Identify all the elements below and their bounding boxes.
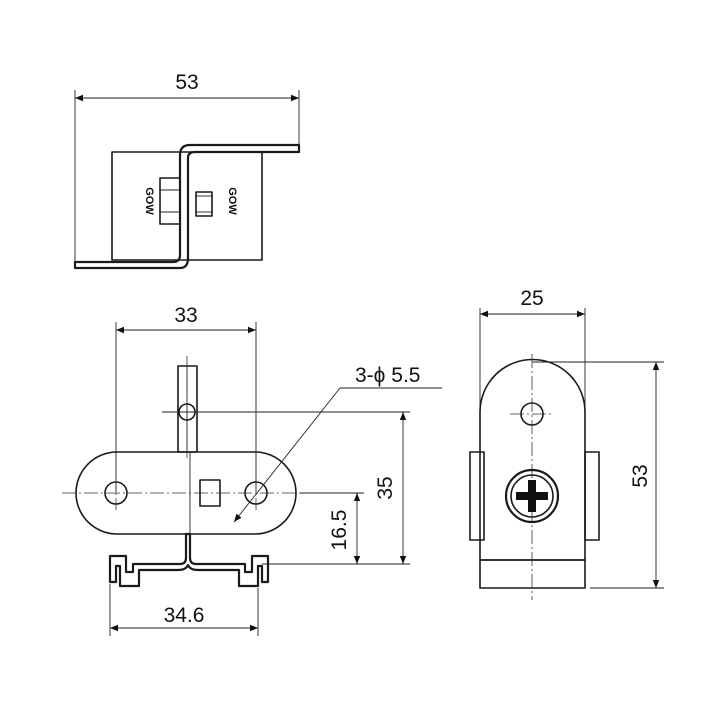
height-16-5-label: 16.5 bbox=[328, 510, 351, 551]
side-height-label: 53 bbox=[629, 464, 652, 487]
rail-base bbox=[108, 532, 270, 588]
height-35-label: 35 bbox=[374, 476, 397, 499]
side-height-dimension: 53 bbox=[532, 361, 664, 589]
side-base bbox=[479, 559, 586, 589]
top-view: 53 GOW GOW bbox=[73, 71, 301, 270]
front-width-label: 33 bbox=[174, 304, 197, 327]
stud-icon bbox=[195, 191, 213, 217]
top-width-label: 53 bbox=[175, 71, 198, 94]
side-body bbox=[479, 358, 586, 561]
hole-note-label: 3-ϕ 5.5 bbox=[355, 364, 420, 387]
side-width-label: 25 bbox=[520, 287, 543, 310]
base-width-label: 34.6 bbox=[164, 604, 205, 627]
front-width-dimension: 33 bbox=[115, 304, 257, 492]
side-tab-left bbox=[469, 451, 485, 541]
side-tab-right bbox=[584, 451, 600, 541]
height-35-dimension: 35 bbox=[162, 411, 410, 565]
top-width-dimension: 53 bbox=[74, 71, 300, 262]
side-width-dimension: 25 bbox=[479, 287, 586, 408]
top-bracket bbox=[73, 143, 301, 270]
side-view: 25 53 bbox=[469, 287, 664, 600]
hole-callout: 3-ϕ 5.5 bbox=[233, 364, 442, 523]
front-view: 33 34.6 35 bbox=[62, 304, 442, 636]
stamp-left: GOW bbox=[143, 187, 155, 215]
height-16-5-dimension: 16.5 bbox=[300, 492, 364, 564]
stamp-right: GOW bbox=[226, 187, 238, 215]
hex-nut-icon bbox=[159, 177, 181, 225]
phillips-screw-icon bbox=[504, 468, 560, 524]
base-width-dimension: 34.6 bbox=[109, 584, 259, 636]
